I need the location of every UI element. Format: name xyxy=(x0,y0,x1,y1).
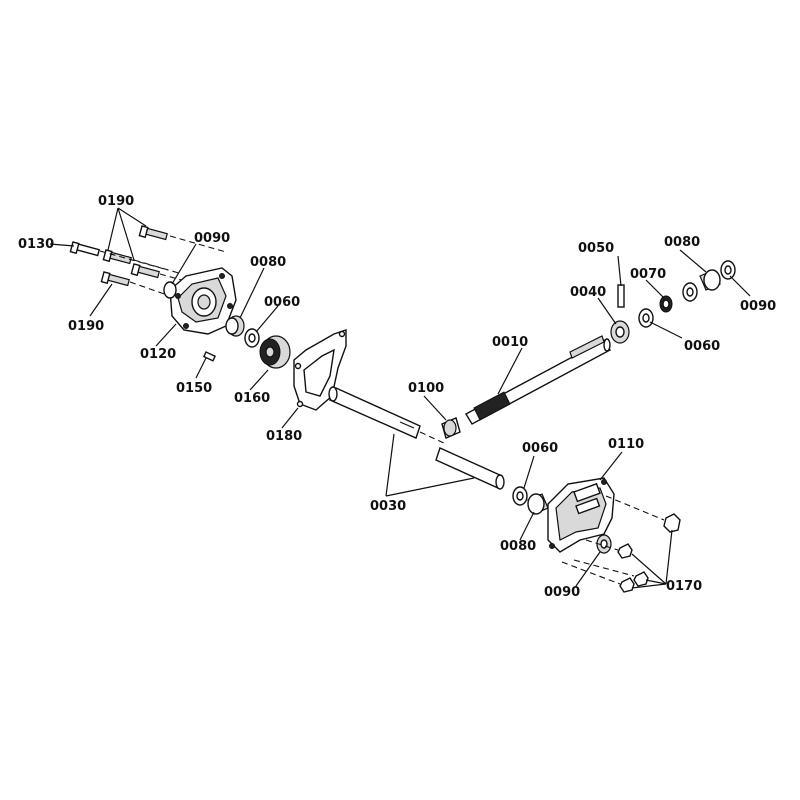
bearing-0040 xyxy=(610,320,630,344)
seal-0090-right xyxy=(720,260,736,280)
shaft-0030-upper xyxy=(328,386,421,439)
nut-0170-b xyxy=(617,543,633,559)
housing-0120 xyxy=(169,267,237,335)
ring-0070 xyxy=(659,295,673,313)
label-0090-bottom: 0090 xyxy=(544,585,580,600)
bolt-0190-d xyxy=(100,271,130,287)
label-0080-left: 0080 xyxy=(250,255,286,270)
label-0030: 0030 xyxy=(370,499,406,514)
label-0120: 0120 xyxy=(140,347,176,362)
bearing-0080-bot xyxy=(527,493,549,515)
coupling-0100 xyxy=(441,417,461,439)
bearing-0080-left xyxy=(225,315,245,337)
label-0060-left: 0060 xyxy=(264,295,300,310)
label-0130: 0130 xyxy=(18,237,54,252)
washer-0060-left xyxy=(244,328,260,348)
nut-0170-c xyxy=(633,571,649,587)
bolt-0130 xyxy=(69,241,101,257)
assembly-line xyxy=(561,561,621,585)
seal-0090-left xyxy=(163,281,177,299)
label-0040: 0040 xyxy=(570,285,606,300)
label-0060-right: 0060 xyxy=(684,339,720,354)
label-0090-right: 0090 xyxy=(740,299,776,314)
pin-0050 xyxy=(617,284,625,308)
housing-0110 xyxy=(547,477,615,553)
label-0190-top: 0190 xyxy=(98,194,134,209)
washer-0060-right xyxy=(638,308,654,328)
washer-0060-right-2 xyxy=(682,282,698,302)
label-0080-bottom: 0080 xyxy=(500,539,536,554)
label-0010: 0010 xyxy=(492,335,528,350)
assembly-line xyxy=(573,559,635,577)
label-0170: 0170 xyxy=(666,579,702,594)
gear-0160 xyxy=(259,335,291,369)
shaft-0030-lower xyxy=(435,447,505,490)
label-0150: 0150 xyxy=(176,381,212,396)
washer-0060-mid xyxy=(512,486,528,506)
label-0100: 0100 xyxy=(408,381,444,396)
label-0190-bottom: 0190 xyxy=(68,319,104,334)
label-0090-left: 0090 xyxy=(194,231,230,246)
leader-lines xyxy=(49,207,751,589)
bolt-0190-c xyxy=(130,263,160,279)
assembly-line xyxy=(605,495,665,521)
pin-0150 xyxy=(202,351,216,362)
nut-0170-d xyxy=(619,577,635,593)
label-0110: 0110 xyxy=(608,437,644,452)
assembly-line xyxy=(99,250,169,271)
label-0070: 0070 xyxy=(630,267,666,282)
label-0050: 0050 xyxy=(578,241,614,256)
bolt-0190-a xyxy=(138,225,168,241)
assembly-line xyxy=(129,281,171,297)
label-0160: 0160 xyxy=(234,391,270,406)
label-0180: 0180 xyxy=(266,429,302,444)
bolt-0190-b xyxy=(102,249,132,265)
label-0080-right: 0080 xyxy=(664,235,700,250)
label-0060-mid: 0060 xyxy=(522,441,558,456)
bearing-0080-right xyxy=(699,269,721,291)
shaft-0010 xyxy=(465,335,611,425)
assembly-line xyxy=(585,539,619,551)
nut-0170-a xyxy=(663,513,681,533)
assembly-line xyxy=(419,431,447,445)
